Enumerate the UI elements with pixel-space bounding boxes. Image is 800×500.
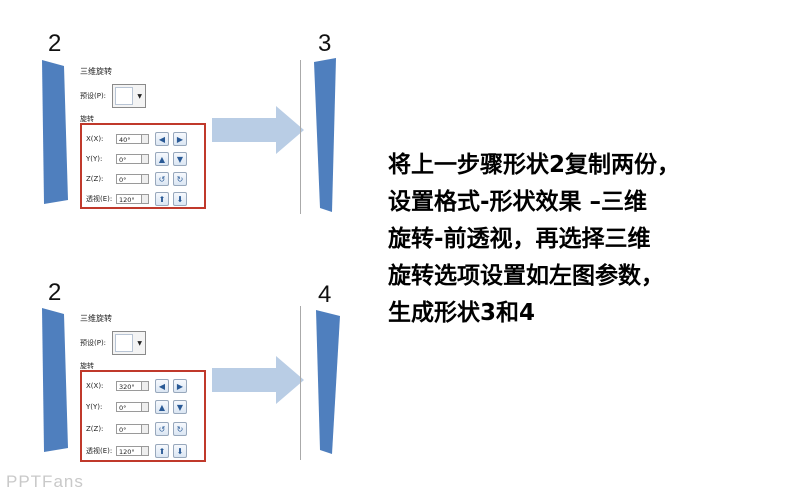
y-input[interactable]: 0° bbox=[116, 402, 142, 412]
z-spinner[interactable] bbox=[142, 424, 149, 434]
rotate-right-icon[interactable]: ▶ bbox=[173, 379, 187, 393]
perspective-narrow-icon[interactable]: ⬆ bbox=[155, 444, 169, 458]
label-number-2-top: 2 bbox=[48, 30, 62, 57]
row-z: Z(Z): 0° ↺ ↻ bbox=[86, 422, 187, 436]
preset-label: 预设(P): bbox=[80, 339, 107, 347]
perspective-narrow-icon[interactable]: ⬆ bbox=[155, 192, 169, 206]
label-number-3: 3 bbox=[318, 30, 332, 57]
divider-bottom bbox=[300, 306, 301, 460]
chevron-down-icon: ▼ bbox=[137, 339, 143, 347]
z-input[interactable]: 0° bbox=[116, 424, 142, 434]
x-label: X(X): bbox=[86, 135, 104, 143]
row-z: Z(Z): 0° ↺ ↻ bbox=[86, 172, 187, 186]
row-y: Y(Y): 0° ▲ ▼ bbox=[86, 152, 187, 166]
row-perspective: 透视(E): 120° ⬆ ⬇ bbox=[86, 192, 187, 206]
preset-label: 预设(P): bbox=[80, 92, 107, 100]
instruction-text: 将上一步骤形状2复制两份， 设置格式-形状效果 –三维 旋转-前透视，再选择三维… bbox=[388, 147, 788, 332]
rotate-cw-icon[interactable]: ↻ bbox=[173, 422, 187, 436]
rotate-cw-icon[interactable]: ↻ bbox=[173, 172, 187, 186]
perspective-label: 透视(E): bbox=[86, 447, 113, 455]
rotate-left-icon[interactable]: ◀ bbox=[155, 379, 169, 393]
instruction-line: 旋转选项设置如左图参数， bbox=[388, 263, 664, 289]
instruction-line: 生成形状3和4 bbox=[388, 300, 536, 326]
x-spinner[interactable] bbox=[142, 134, 149, 144]
rotate-ccw-icon[interactable]: ↺ bbox=[155, 422, 169, 436]
preset-dropdown[interactable]: ▼ bbox=[112, 84, 147, 108]
preset-swatch bbox=[115, 87, 134, 105]
perspective-label: 透视(E): bbox=[86, 195, 113, 203]
watermark: PPTFans bbox=[6, 472, 84, 491]
z-spinner[interactable] bbox=[142, 174, 149, 184]
rotate-up-icon[interactable]: ▲ bbox=[155, 400, 169, 414]
rotate-down-icon[interactable]: ▼ bbox=[173, 152, 187, 166]
instruction-line: 将上一步骤形状2复制两份， bbox=[388, 152, 681, 178]
arrow-right-icon bbox=[212, 356, 304, 404]
perspective-widen-icon[interactable]: ⬇ bbox=[173, 192, 187, 206]
x-spinner[interactable] bbox=[142, 381, 149, 391]
preset-swatch bbox=[115, 334, 134, 352]
rotation-label: 旋转 bbox=[80, 115, 94, 123]
preset-row: 预设(P): ▼ bbox=[80, 331, 147, 355]
rotation-label: 旋转 bbox=[80, 362, 94, 370]
chevron-down-icon: ▼ bbox=[137, 92, 143, 100]
x-label: X(X): bbox=[86, 382, 104, 390]
y-input[interactable]: 0° bbox=[116, 154, 142, 164]
x-input[interactable]: 40° bbox=[116, 134, 142, 144]
shape-3 bbox=[314, 58, 336, 212]
preset-dropdown[interactable]: ▼ bbox=[112, 331, 147, 355]
x-input[interactable]: 320° bbox=[116, 381, 142, 391]
row-x: X(X): 40° ◀ ▶ bbox=[86, 132, 187, 146]
rotate-up-icon[interactable]: ▲ bbox=[155, 152, 169, 166]
perspective-widen-icon[interactable]: ⬇ bbox=[173, 444, 187, 458]
perspective-spinner[interactable] bbox=[142, 446, 149, 456]
instruction-line: 设置格式-形状效果 –三维 bbox=[388, 189, 648, 215]
rotate-right-icon[interactable]: ▶ bbox=[173, 132, 187, 146]
rotate-left-icon[interactable]: ◀ bbox=[155, 132, 169, 146]
y-spinner[interactable] bbox=[142, 154, 149, 164]
row-x: X(X): 320° ◀ ▶ bbox=[86, 379, 187, 393]
row-y: Y(Y): 0° ▲ ▼ bbox=[86, 400, 187, 414]
y-spinner[interactable] bbox=[142, 402, 149, 412]
perspective-spinner[interactable] bbox=[142, 194, 149, 204]
z-label: Z(Z): bbox=[86, 425, 104, 433]
shape-4 bbox=[316, 310, 340, 454]
panel-title: 三维旋转 bbox=[80, 314, 112, 323]
z-input[interactable]: 0° bbox=[116, 174, 142, 184]
instruction-line: 旋转-前透视，再选择三维 bbox=[388, 226, 651, 252]
rotate-ccw-icon[interactable]: ↺ bbox=[155, 172, 169, 186]
perspective-input[interactable]: 120° bbox=[116, 194, 142, 204]
label-number-4: 4 bbox=[318, 281, 332, 308]
perspective-input[interactable]: 120° bbox=[116, 446, 142, 456]
arrow-right-icon bbox=[212, 106, 304, 154]
y-label: Y(Y): bbox=[86, 155, 103, 163]
shape-2-bottom bbox=[42, 308, 68, 452]
z-label: Z(Z): bbox=[86, 175, 104, 183]
divider-top bbox=[300, 60, 301, 214]
panel-title: 三维旋转 bbox=[80, 67, 112, 76]
highlight-box: X(X): 320° ◀ ▶ Y(Y): 0° ▲ ▼ Z(Z): 0° ↺ ↻ bbox=[80, 370, 206, 462]
row-perspective: 透视(E): 120° ⬆ ⬇ bbox=[86, 444, 187, 458]
label-number-2-bottom: 2 bbox=[48, 279, 62, 306]
rotate-down-icon[interactable]: ▼ bbox=[173, 400, 187, 414]
highlight-box: X(X): 40° ◀ ▶ Y(Y): 0° ▲ ▼ Z(Z): 0° ↺ ↻ bbox=[80, 123, 206, 209]
shape-2-top bbox=[42, 60, 68, 204]
preset-row: 预设(P): ▼ bbox=[80, 84, 147, 108]
y-label: Y(Y): bbox=[86, 403, 103, 411]
